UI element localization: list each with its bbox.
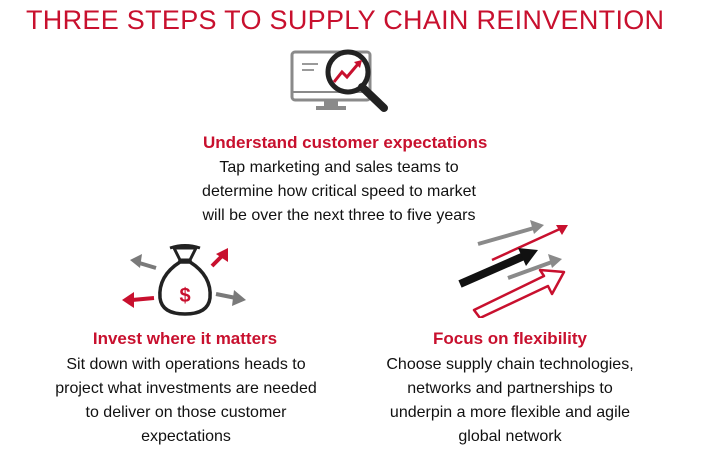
- flexible-arrows-icon: [458, 220, 568, 318]
- description-line: global network: [458, 428, 562, 445]
- step-heading-flexibility: Focus on flexibility: [433, 329, 587, 348]
- description-line: networks and partnerships to: [407, 380, 613, 397]
- description-line: determine how critical speed to market: [202, 183, 476, 200]
- description-line: Tap marketing and sales teams to: [219, 159, 459, 176]
- step-heading-understand: Understand customer expectations: [203, 133, 488, 152]
- monitor-magnifier-chart-icon: [290, 49, 388, 112]
- page-title: THREE STEPS TO SUPPLY CHAIN REINVENTION: [26, 5, 665, 35]
- description-line: underpin a more flexible and agile: [389, 404, 631, 421]
- step-heading-invest: Invest where it matters: [92, 329, 278, 348]
- step-description-understand: Tap marketing and sales teams to determi…: [178, 156, 500, 228]
- svg-text:$: $: [179, 285, 190, 307]
- description-line: Sit down with operations heads to: [66, 356, 306, 373]
- description-line: to deliver on those customer: [85, 404, 287, 421]
- description-line: project what investments are needed: [55, 380, 317, 397]
- description-line: Choose supply chain technologies,: [386, 356, 634, 373]
- description-line: will be over the next three to five year…: [202, 207, 476, 224]
- step-description-flexibility: Choose supply chain technologies, networ…: [364, 353, 656, 449]
- money-bag-arrows-icon: $: [122, 244, 246, 316]
- description-line: expectations: [141, 428, 231, 445]
- step-description-invest: Sit down with operations heads to projec…: [36, 353, 336, 449]
